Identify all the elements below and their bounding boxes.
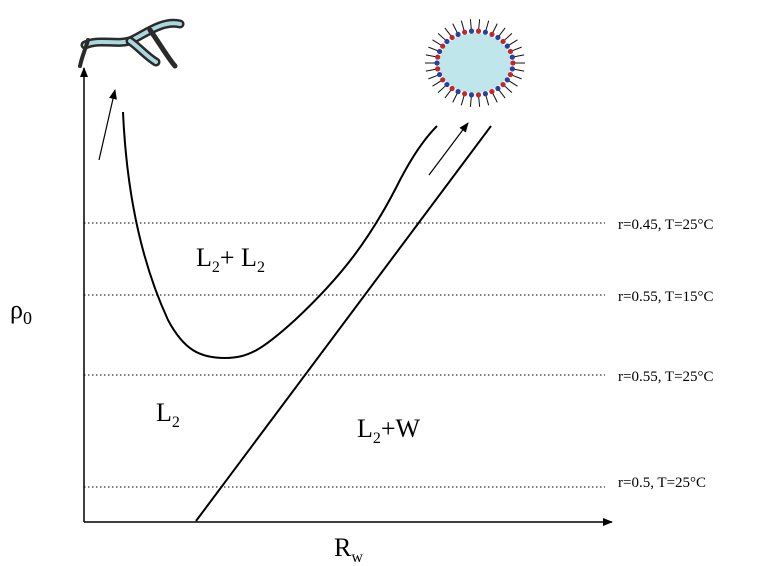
micelle-headgroup	[435, 66, 440, 71]
level-label-4: r=0.5, T=25°C	[618, 475, 706, 491]
region-label-upper: L2+ L2	[196, 243, 265, 276]
micelle-headgroup	[510, 60, 515, 65]
micelle-headgroup	[476, 29, 481, 34]
micelle-headgroup	[505, 44, 510, 49]
micelle-headgroup	[505, 77, 510, 82]
y-axis-label: ρ0	[10, 295, 32, 328]
micelle-headgroup	[440, 77, 445, 82]
phase-boundary-line	[196, 126, 491, 521]
micelle-headgroup	[508, 49, 513, 54]
micelle-headgroup	[435, 55, 440, 60]
micelle-headgroup	[495, 35, 500, 40]
micelle-headgroup	[462, 91, 467, 96]
micelle-headgroup	[437, 72, 442, 77]
level-label-3: r=0.55, T=25°C	[618, 369, 714, 385]
left-arrow	[99, 90, 115, 160]
micelle-headgroup	[510, 66, 515, 71]
micelle-headgroup	[495, 86, 500, 91]
micelle-headgroup	[500, 39, 505, 44]
phase-boundary-curve	[123, 112, 437, 358]
micelle-headgroup	[449, 35, 454, 40]
micelle-headgroup	[444, 82, 449, 87]
micelle-headgroup	[462, 30, 467, 35]
x-axis-label: Rw	[334, 533, 363, 566]
micelle-headgroup	[437, 49, 442, 54]
region-label-right: L2+W	[357, 414, 421, 447]
micelle-headgroup	[483, 91, 488, 96]
micelle-headgroup	[476, 92, 481, 97]
micelle-headgroup	[455, 32, 460, 37]
micelle-headgroup	[483, 30, 488, 35]
micelle-headgroup	[500, 82, 505, 87]
micelle-headgroup	[444, 39, 449, 44]
micelle-headgroup	[489, 32, 494, 37]
micelle-headgroup	[455, 89, 460, 94]
micelle-headgroup	[434, 60, 439, 65]
right-arrow	[429, 123, 468, 175]
reverse-micelle-icon	[425, 19, 525, 107]
level-label-2: r=0.55, T=15°C	[618, 289, 714, 305]
level-label-1: r=0.45, T=25°C	[618, 217, 714, 233]
micelle-headgroup	[489, 89, 494, 94]
micelle-headgroup	[510, 55, 515, 60]
micelle-headgroup	[440, 44, 445, 49]
region-label-left: L2	[156, 398, 180, 431]
micelle-headgroup	[449, 86, 454, 91]
micelle-headgroup	[508, 72, 513, 77]
lipid-bilayer-icon	[80, 23, 180, 66]
micelle-headgroup	[469, 29, 474, 34]
micelle-headgroup	[469, 92, 474, 97]
